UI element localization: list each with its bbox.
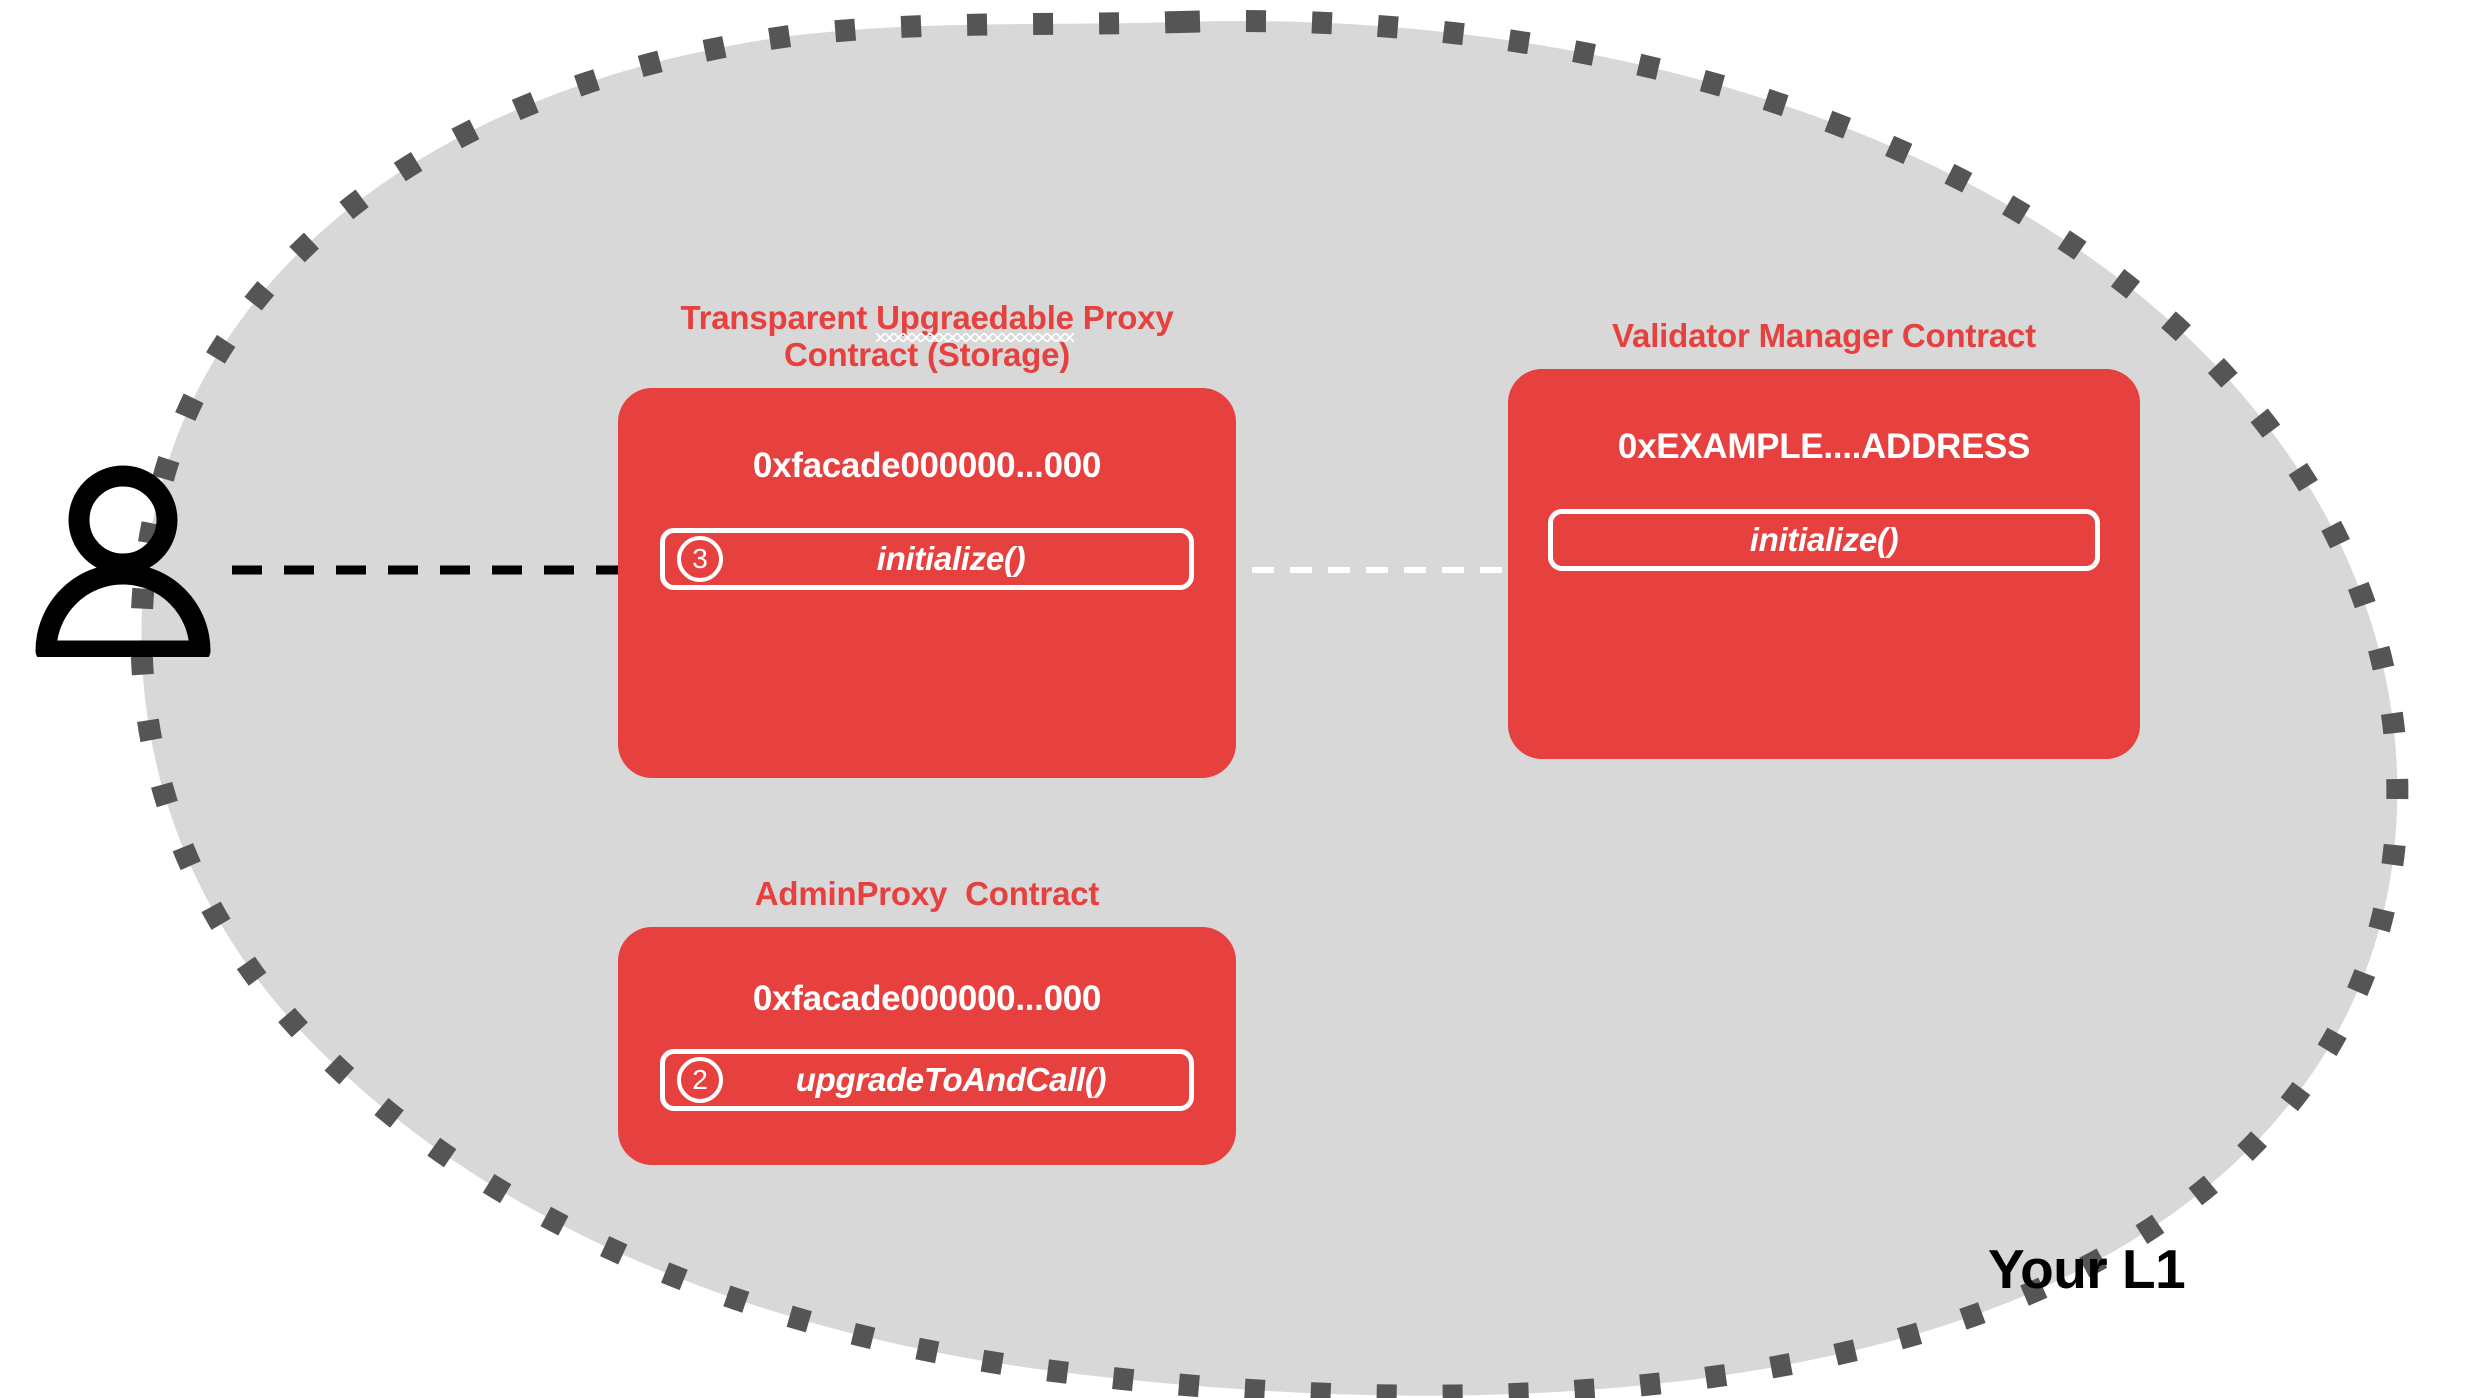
contract-title-validator-manager: Validator Manager Contract — [1612, 317, 2036, 354]
method-pill-initialize-proxy[interactable]: 3 initialize() — [660, 527, 1194, 590]
contract-group-validator-manager: Validator Manager Contract 0xEXAMPLE....… — [1508, 317, 2140, 759]
method-label-initialize: initialize() — [876, 539, 1026, 577]
step-badge-2: 2 — [677, 1056, 723, 1103]
method-label-initialize: initialize() — [1749, 520, 1899, 558]
contract-box-transparent-upgradeable-proxy[interactable]: 0xfacade000000...000 3 initialize() — [618, 387, 1236, 778]
contract-group-admin-proxy: AdminProxy Contract 0xfacade000000...000… — [618, 875, 1236, 1165]
contract-address-admin-proxy: 0xfacade000000...000 — [752, 978, 1102, 1018]
title-line-2: Contract (Storage) — [783, 335, 1071, 373]
method-pill-upgrade-to-and-call[interactable]: 2 upgradeToAndCall() — [660, 1048, 1194, 1111]
person-icon — [35, 465, 211, 662]
method-label-upgrade-to-and-call: upgradeToAndCall() — [795, 1060, 1107, 1098]
contract-box-validator-manager[interactable]: 0xEXAMPLE....ADDRESS initialize() — [1508, 368, 2140, 759]
title-prefix: Transparent — [680, 299, 877, 336]
contract-title-admin-proxy: AdminProxy Contract — [754, 875, 1100, 912]
misspelled-word: Upgraedable — [876, 299, 1074, 342]
contract-address-proxy: 0xfacade000000...000 — [752, 445, 1102, 485]
contract-box-admin-proxy[interactable]: 0xfacade000000...000 2 upgradeToAndCall(… — [618, 926, 1236, 1165]
method-pill-initialize-validator[interactable]: initialize() — [1548, 508, 2100, 571]
contract-address-validator-manager: 0xEXAMPLE....ADDRESS — [1617, 426, 2031, 466]
step-badge-3: 3 — [677, 535, 723, 582]
l1-boundary-label: Your L1 — [1988, 1238, 2186, 1300]
user-actor — [28, 462, 218, 662]
l1-boundary-dots — [130, 10, 2409, 1398]
title-suffix: Proxy — [1073, 299, 1174, 336]
